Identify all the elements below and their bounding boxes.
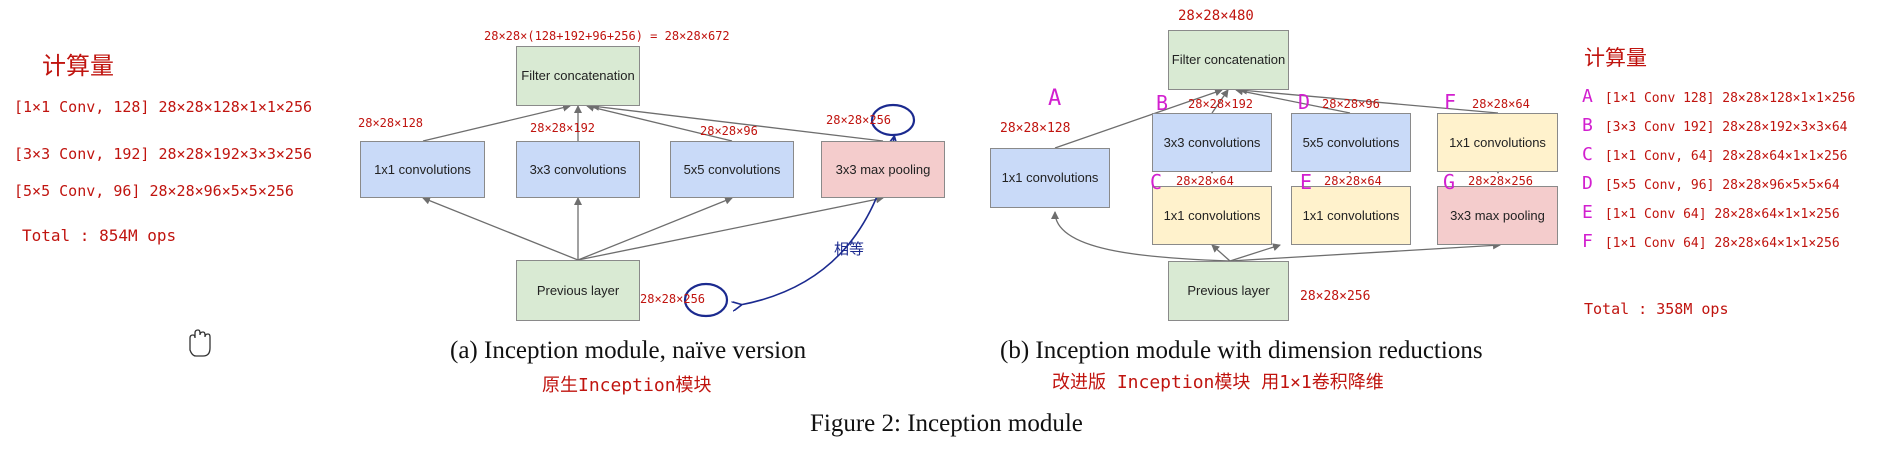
right-letter: B (1582, 115, 1593, 136)
letter-E: E (1300, 170, 1313, 194)
circle-annotation-pool-dim (870, 103, 916, 137)
b-1x1-conv-a-box: 1x1 convolutions (990, 148, 1110, 208)
a-dim-192: 28×28×192 (530, 121, 596, 135)
right-calc-row: A [1×1 Conv 128] 28×28×128×1×1×256 (1582, 86, 1855, 115)
b-dim-prev: 28×28×256 (1300, 289, 1371, 304)
edge-b-prev-conv1a (1051, 211, 1231, 262)
b-dim-F: 28×28×64 (1472, 97, 1530, 111)
right-calc-row: B [3×3 Conv 192] 28×28×192×3×3×64 (1582, 115, 1855, 144)
right-letter: E (1582, 202, 1593, 223)
right-calc-text: [3×3 Conv 192] 28×28×192×3×3×64 (1604, 120, 1848, 135)
a-1x1-conv-box: 1x1 convolutions (360, 141, 485, 198)
caption-a: (a) Inception module, naïve version (450, 337, 807, 364)
figure-caption: Figure 2: Inception module (810, 410, 1083, 437)
b-dim-A: 28×28×128 (1000, 121, 1071, 136)
edge-a-conv1-filter (422, 103, 571, 142)
right-calc-row: C [1×1 Conv, 64] 28×28×64×1×1×256 (1582, 144, 1855, 173)
b-dim-B: 28×28×192 (1188, 97, 1254, 111)
equal-note: 相等 (834, 240, 865, 258)
a-filter-concatenation-box: Filter concatenation (516, 46, 640, 106)
right-calc-text: [1×1 Conv 128] 28×28×128×1×1×256 (1604, 91, 1856, 106)
edge-b-prev-conv1c (1211, 244, 1231, 262)
left-title-annotation: 计算量 (42, 52, 114, 80)
right-letter: C (1582, 144, 1593, 165)
a-3x3-conv-box: 3x3 convolutions (516, 141, 640, 198)
right-calc-list: A [1×1 Conv 128] 28×28×128×1×1×256 B [3×… (1582, 86, 1855, 260)
right-calc-text: [1×1 Conv 64] 28×28×64×1×1×256 (1604, 236, 1840, 251)
left-total: Total : 854M ops (22, 226, 177, 245)
left-line-2: [3×3 Conv, 192] 28×28×192×3×3×256 (14, 145, 313, 163)
right-letter: F (1582, 231, 1593, 252)
b-dim-C: 28×28×64 (1176, 174, 1234, 188)
b-concat-dim-annotation: 28×28×480 (1178, 8, 1254, 24)
right-calc-text: [5×5 Conv, 96] 28×28×96×5×5×64 (1604, 178, 1840, 193)
right-calc-text: [1×1 Conv, 64] 28×28×64×1×1×256 (1604, 149, 1848, 164)
edge-b-conv5-filter (1235, 87, 1351, 114)
b-3x3-maxpool-box: 3x3 max pooling (1437, 186, 1558, 245)
right-calc-row: E [1×1 Conv 64] 28×28×64×1×1×256 (1582, 202, 1855, 231)
right-calc-text: [1×1 Conv 64] 28×28×64×1×1×256 (1604, 207, 1840, 222)
hand-cursor-icon (189, 329, 211, 357)
edge-b-prev-pool (1229, 241, 1501, 262)
letter-C: C (1150, 170, 1163, 194)
a-dim-256-top: 28×28×256 (826, 113, 892, 127)
letter-A: A (1048, 86, 1062, 111)
letter-B: B (1156, 91, 1169, 115)
left-line-1: [1×1 Conv, 128] 28×28×128×1×1×256 (14, 98, 313, 116)
b-dim-E: 28×28×64 (1324, 174, 1382, 188)
b-dim-G: 28×28×256 (1468, 174, 1534, 188)
a-chinese-note: 原生Inception模块 (542, 375, 712, 396)
right-letter: D (1582, 173, 1593, 194)
edge-a-conv5-filter (586, 103, 733, 142)
b-filter-concatenation-box: Filter concatenation (1168, 30, 1289, 90)
letter-D: D (1298, 90, 1311, 114)
right-letter: A (1582, 86, 1593, 107)
circle-annotation-prev-dim (683, 282, 729, 318)
a-dim-96: 28×28×96 (700, 124, 758, 138)
right-calc-row: D [5×5 Conv, 96] 28×28×96×5×5×64 (1582, 173, 1855, 202)
edge-a-prev-conv5 (577, 196, 733, 261)
b-1x1-conv-c-box: 1x1 convolutions (1152, 186, 1272, 245)
right-total: Total : 358M ops (1584, 300, 1729, 318)
right-title-annotation: 计算量 (1584, 46, 1647, 70)
a-concat-dim-annotation: 28×28×(128+192+96+256) = 28×28×672 (484, 29, 730, 43)
b-1x1-conv-b-box: 1x1 convolutions (1291, 186, 1411, 245)
edge-b-conv1a-filter (1054, 88, 1223, 149)
a-previous-layer-box: Previous layer (516, 260, 640, 321)
b-5x5-conv-box: 5x5 convolutions (1291, 113, 1411, 172)
b-previous-layer-box: Previous layer (1168, 261, 1289, 321)
edge-b-conv3-filter (1211, 89, 1229, 114)
b-3x3-conv-box: 3x3 convolutions (1152, 113, 1272, 172)
left-line-3: [5×5 Conv, 96] 28×28×96×5×5×256 (14, 182, 294, 200)
b-dim-D: 28×28×96 (1322, 97, 1380, 111)
b-1x1-conv-d-box: 1x1 convolutions (1437, 113, 1558, 172)
a-3x3-maxpool-box: 3x3 max pooling (821, 141, 945, 198)
a-dim-256-prev: 28×28×256 (640, 292, 706, 306)
edge-a-prev-conv1 (422, 196, 579, 261)
letter-G: G (1443, 170, 1456, 194)
edge-b-conv1d-filter (1239, 86, 1499, 114)
right-calc-row: F [1×1 Conv 64] 28×28×64×1×1×256 (1582, 231, 1855, 260)
edge-b-prev-conv1b (1229, 243, 1281, 262)
b-chinese-note: 改进版 Inception模块 用1×1卷积降维 (1052, 372, 1384, 393)
caption-b: (b) Inception module with dimension redu… (1000, 337, 1483, 364)
a-5x5-conv-box: 5x5 convolutions (670, 141, 794, 198)
a-dim-128: 28×28×128 (358, 116, 424, 130)
letter-F: F (1444, 90, 1457, 114)
